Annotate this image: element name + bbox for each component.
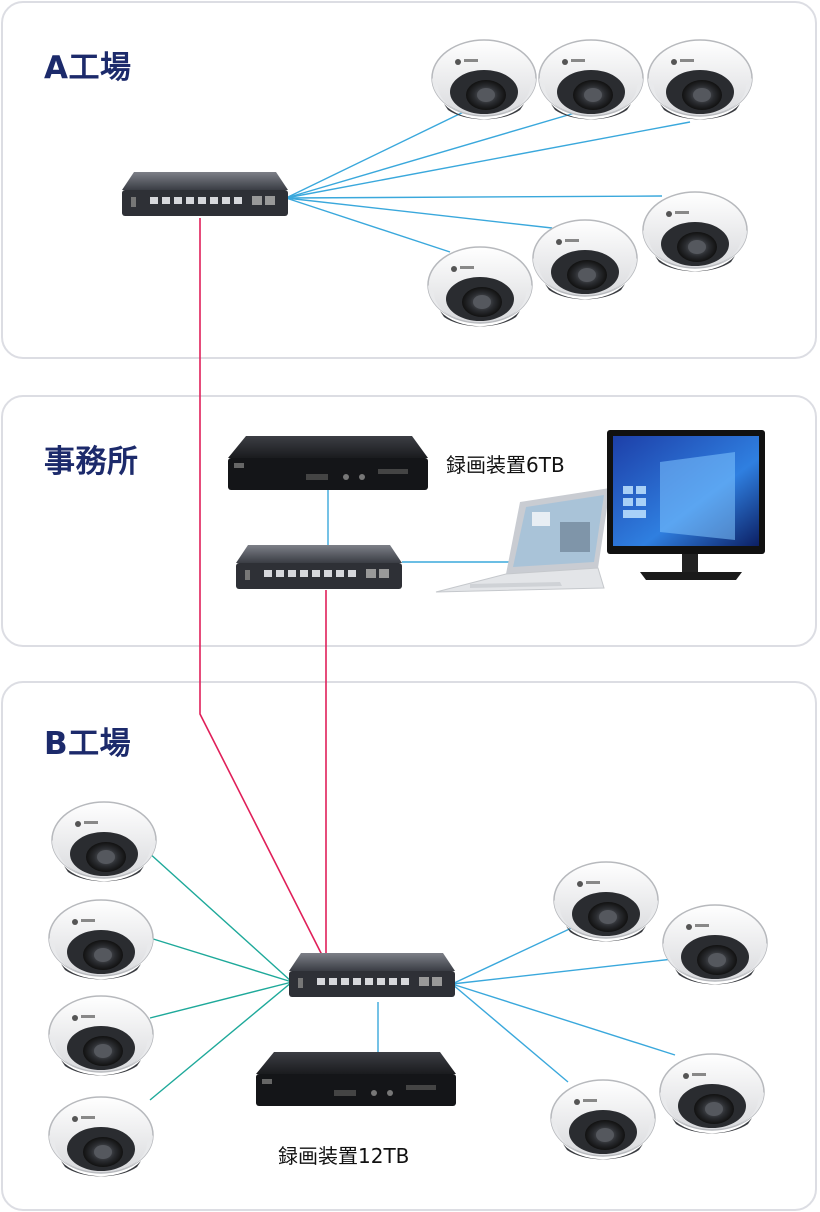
- camera-a-6: [427, 246, 533, 328]
- factory-b-links-right: [377, 924, 683, 1083]
- camera-a-5: [532, 219, 638, 301]
- camera-b-2: [48, 899, 154, 981]
- camera-b-4: [48, 1096, 154, 1178]
- section-title-office: 事務所: [44, 444, 139, 480]
- camera-a-4: [642, 191, 748, 273]
- office-links: [327, 490, 520, 563]
- switch-office: [236, 545, 402, 589]
- recorder-12tb-label: 録画装置12TB: [278, 1144, 410, 1168]
- camera-b-1: [51, 801, 157, 883]
- backbone-links: [199, 218, 327, 956]
- camera-a-2: [538, 39, 644, 121]
- factory-b-links-left: [147, 851, 293, 1101]
- factory-a-links: [285, 104, 691, 253]
- recorder-6tb-label: 録画装置6TB: [446, 453, 565, 477]
- camera-b-3: [48, 995, 154, 1077]
- switch-factory-b: [289, 953, 455, 997]
- camera-b-6: [662, 904, 768, 986]
- recorder-12tb: [256, 1052, 456, 1106]
- section-title-factory-a: A工場: [44, 50, 132, 86]
- camera-b-7: [659, 1053, 765, 1135]
- camera-a-3: [647, 39, 753, 121]
- section-title-factory-b: B工場: [44, 726, 132, 762]
- camera-b-8: [550, 1079, 656, 1161]
- monitor-icon: [607, 430, 765, 580]
- switch-factory-a: [122, 172, 288, 216]
- camera-a-1: [431, 39, 537, 121]
- laptop-icon: [435, 488, 610, 593]
- recorder-6tb: [228, 436, 428, 490]
- camera-b-5: [553, 861, 659, 943]
